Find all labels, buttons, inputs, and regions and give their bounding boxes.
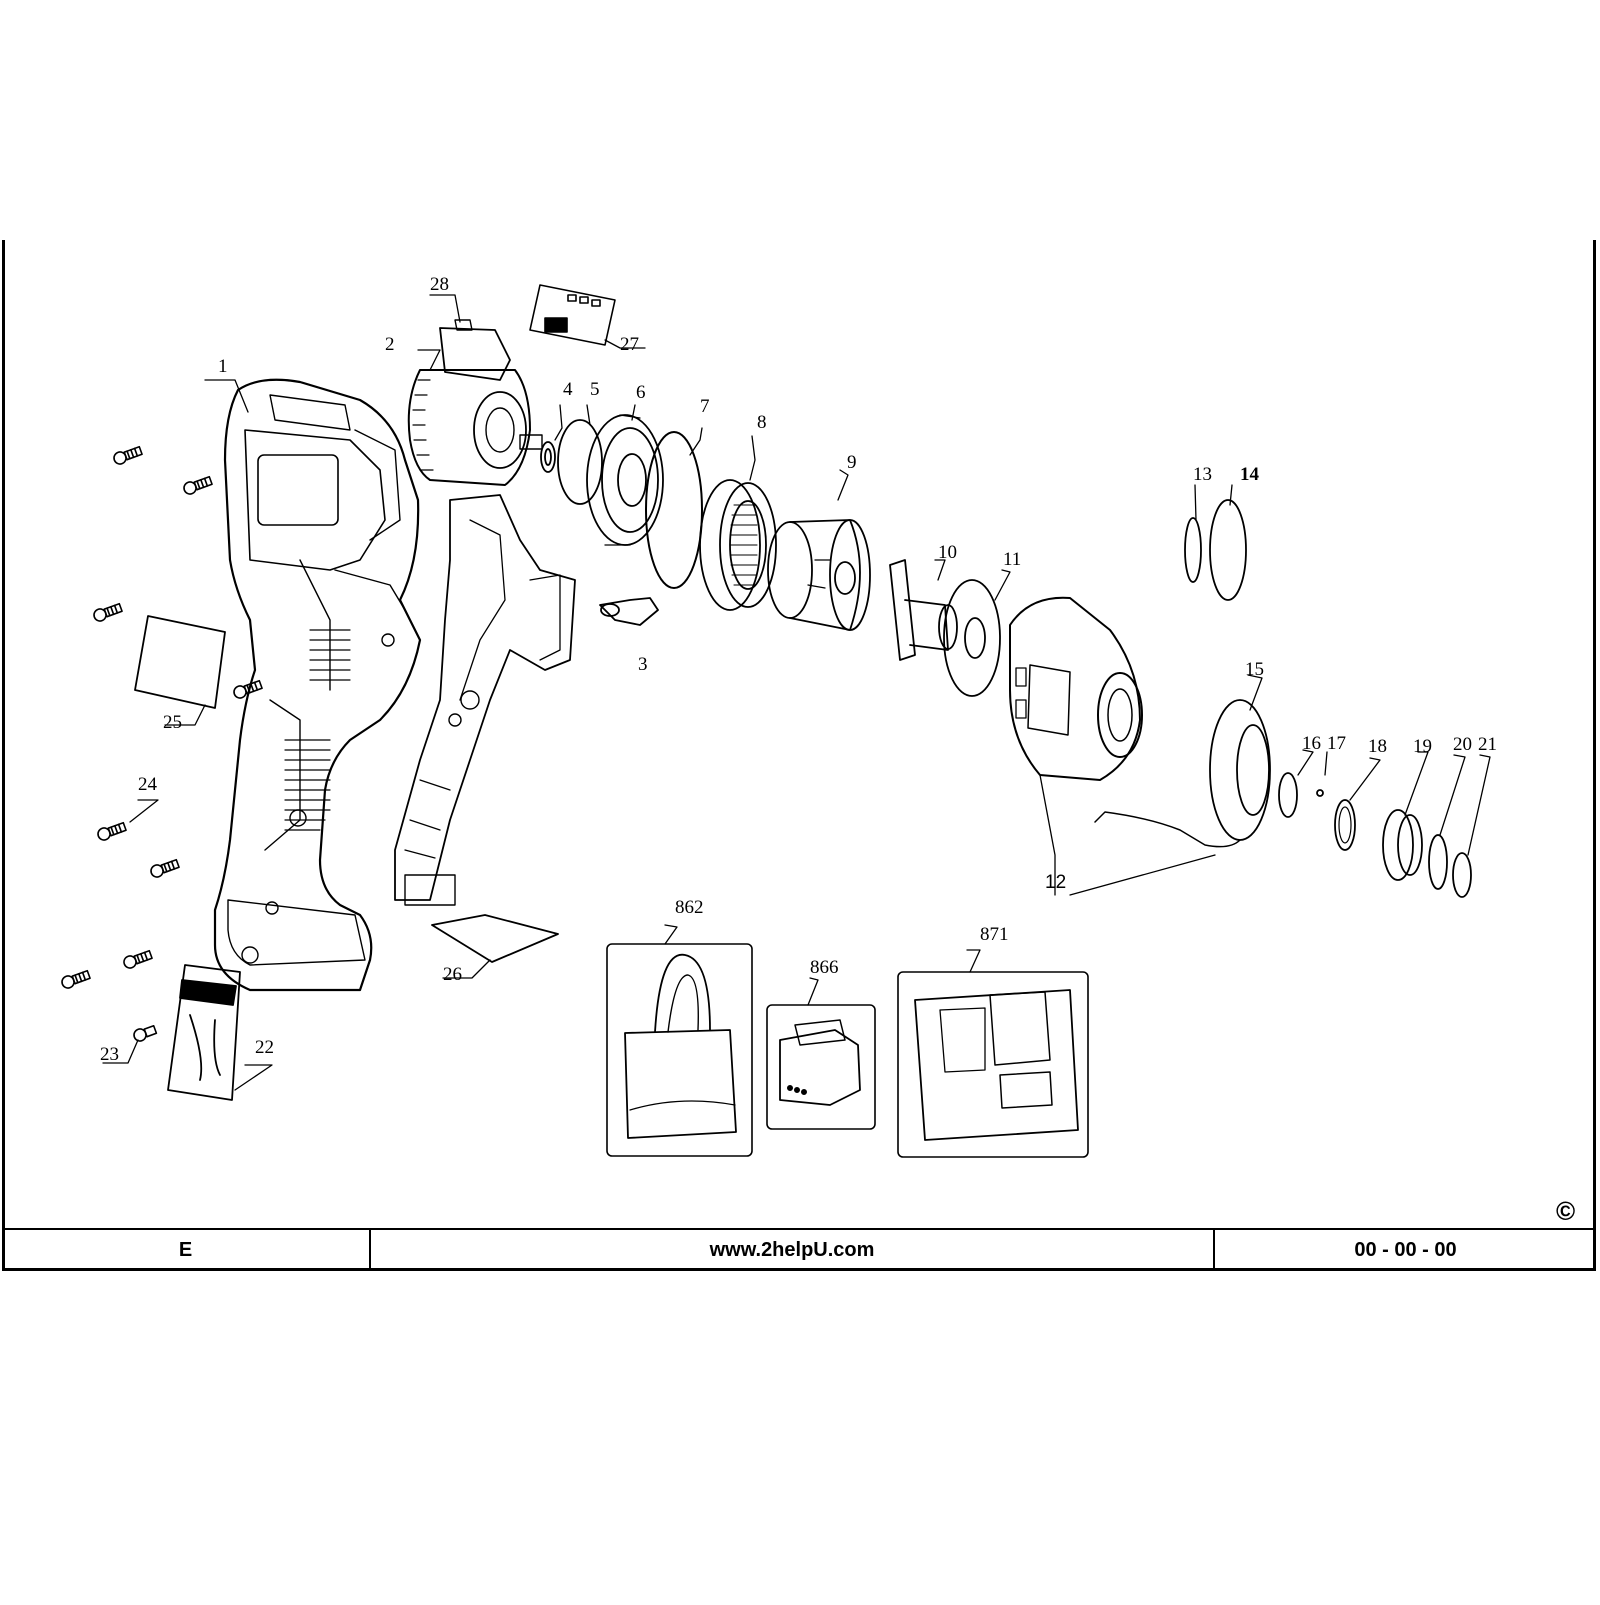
callout-21: 21 xyxy=(1478,734,1497,755)
light-ring-15 xyxy=(1094,699,1271,848)
drawing-frame xyxy=(2,240,1596,1271)
small-rings-16-21 xyxy=(1278,772,1472,898)
o-ring-7 xyxy=(645,431,703,589)
callout-28: 28 xyxy=(430,274,449,295)
callout-labels: 1 2 3 4 5 6 7 8 9 10 11 12 13 14 15 16 1… xyxy=(100,274,1497,1065)
callout-2: 2 xyxy=(385,334,395,355)
hammer-9 xyxy=(767,519,871,631)
sheet-26 xyxy=(431,914,559,963)
callout-18: 18 xyxy=(1368,736,1387,757)
callout-9: 9 xyxy=(847,452,857,473)
title-block-date: 00 - 00 - 00 xyxy=(1354,1239,1457,1261)
accessory-battery-866 xyxy=(766,1004,876,1130)
title-block: E www.2helpU.com 00 - 00 - 00 xyxy=(2,1228,1596,1271)
callout-6: 6 xyxy=(636,382,646,403)
callout-23: 23 xyxy=(100,1044,119,1065)
callout-3: 3 xyxy=(638,654,648,675)
callout-17: 17 xyxy=(1327,733,1346,754)
callout-11: 11 xyxy=(1003,549,1021,570)
bearing-plate-6 xyxy=(586,414,664,546)
belt-hook-22 xyxy=(167,964,241,1101)
callout-866: 866 xyxy=(810,957,839,978)
title-block-website: www.2helpU.com xyxy=(371,1230,1215,1271)
copyright-symbol: © xyxy=(1556,1196,1576,1226)
washers-4-5 xyxy=(540,419,603,505)
pcb-27 xyxy=(529,284,616,346)
callout-25: 25 xyxy=(163,712,182,733)
accessory-charger-871 xyxy=(897,971,1089,1158)
callout-1: 1 xyxy=(218,356,228,377)
callout-7: 7 xyxy=(700,396,710,417)
callout-24: 24 xyxy=(138,774,158,795)
callout-20: 20 xyxy=(1453,734,1472,755)
callout-4: 4 xyxy=(563,379,573,400)
callout-862: 862 xyxy=(675,897,704,918)
screws xyxy=(61,445,263,1042)
callout-10: 10 xyxy=(938,542,957,563)
callout-14: 14 xyxy=(1240,464,1260,485)
front-housing-12 xyxy=(1009,596,1143,781)
motor-assembly-2-28 xyxy=(407,319,543,486)
callout-5: 5 xyxy=(590,379,600,400)
housing-half-1 xyxy=(213,378,422,992)
title-block-section: E xyxy=(2,1230,371,1271)
switch-module xyxy=(394,494,576,906)
accessory-bag-862 xyxy=(606,943,753,1157)
ring-gear-8 xyxy=(699,479,777,611)
rings-13-14 xyxy=(1184,499,1247,601)
leader-lines xyxy=(102,294,1491,1091)
callout-16: 16 xyxy=(1302,733,1321,754)
callout-19: 19 xyxy=(1413,736,1432,757)
callout-26: 26 xyxy=(443,964,462,985)
callout-8: 8 xyxy=(757,412,767,433)
washer-11 xyxy=(943,579,1001,697)
callout-27: 27 xyxy=(620,334,639,355)
callout-12: 12 xyxy=(1045,872,1066,893)
callout-871: 871 xyxy=(980,924,1009,945)
callout-22: 22 xyxy=(255,1037,274,1058)
callout-15: 15 xyxy=(1245,659,1264,680)
direction-switch-3 xyxy=(599,597,659,626)
callout-13: 13 xyxy=(1193,464,1212,485)
label-plate-25 xyxy=(134,615,226,709)
